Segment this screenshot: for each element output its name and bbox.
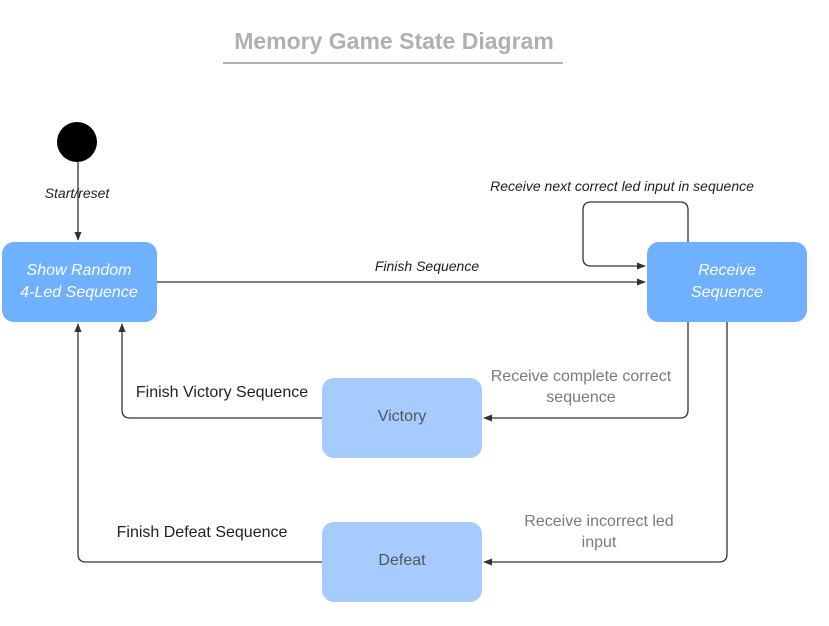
label-victory-back: Finish Victory Sequence	[136, 384, 308, 401]
label-defeat-back: Finish Defeat Sequence	[117, 524, 288, 541]
state-show-box	[2, 242, 157, 322]
label-start-reset: Start/reset	[45, 185, 111, 201]
label-self-loop: Receive next correct led input in sequen…	[490, 178, 754, 194]
edge-incorrect	[483, 322, 728, 566]
label-finish-sequence: Finish Sequence	[375, 258, 480, 274]
state-defeat-label: Defeat	[378, 552, 426, 569]
diagram-title: Memory Game State Diagram	[234, 28, 554, 54]
state-victory-box	[322, 378, 482, 458]
label-complete-correct-line2: sequence	[546, 389, 615, 406]
state-defeat-box	[322, 522, 482, 602]
edge-complete-correct	[483, 322, 689, 422]
state-show-random-sequence[interactable]: Show Random 4-Led Sequence	[2, 242, 157, 322]
label-complete-correct-line1: Receive complete correct	[491, 368, 672, 385]
state-show-line1: Show Random	[27, 262, 132, 279]
initial-node	[57, 122, 97, 162]
state-show-line2: 4-Led Sequence	[20, 284, 138, 301]
state-victory[interactable]: Victory	[322, 378, 482, 458]
state-receive-sequence[interactable]: Receive Sequence	[647, 242, 807, 322]
edge-victory-back	[118, 323, 322, 419]
label-incorrect-line2: input	[582, 534, 617, 551]
label-incorrect-line1: Receive incorrect led	[524, 513, 673, 530]
state-receive-box	[647, 242, 807, 322]
state-receive-line1: Receive	[698, 262, 756, 279]
state-receive-line2: Sequence	[691, 284, 763, 301]
edge-defeat-back	[74, 323, 322, 563]
edge-self-loop	[582, 201, 689, 270]
state-victory-label: Victory	[378, 408, 427, 425]
state-defeat[interactable]: Defeat	[322, 522, 482, 602]
